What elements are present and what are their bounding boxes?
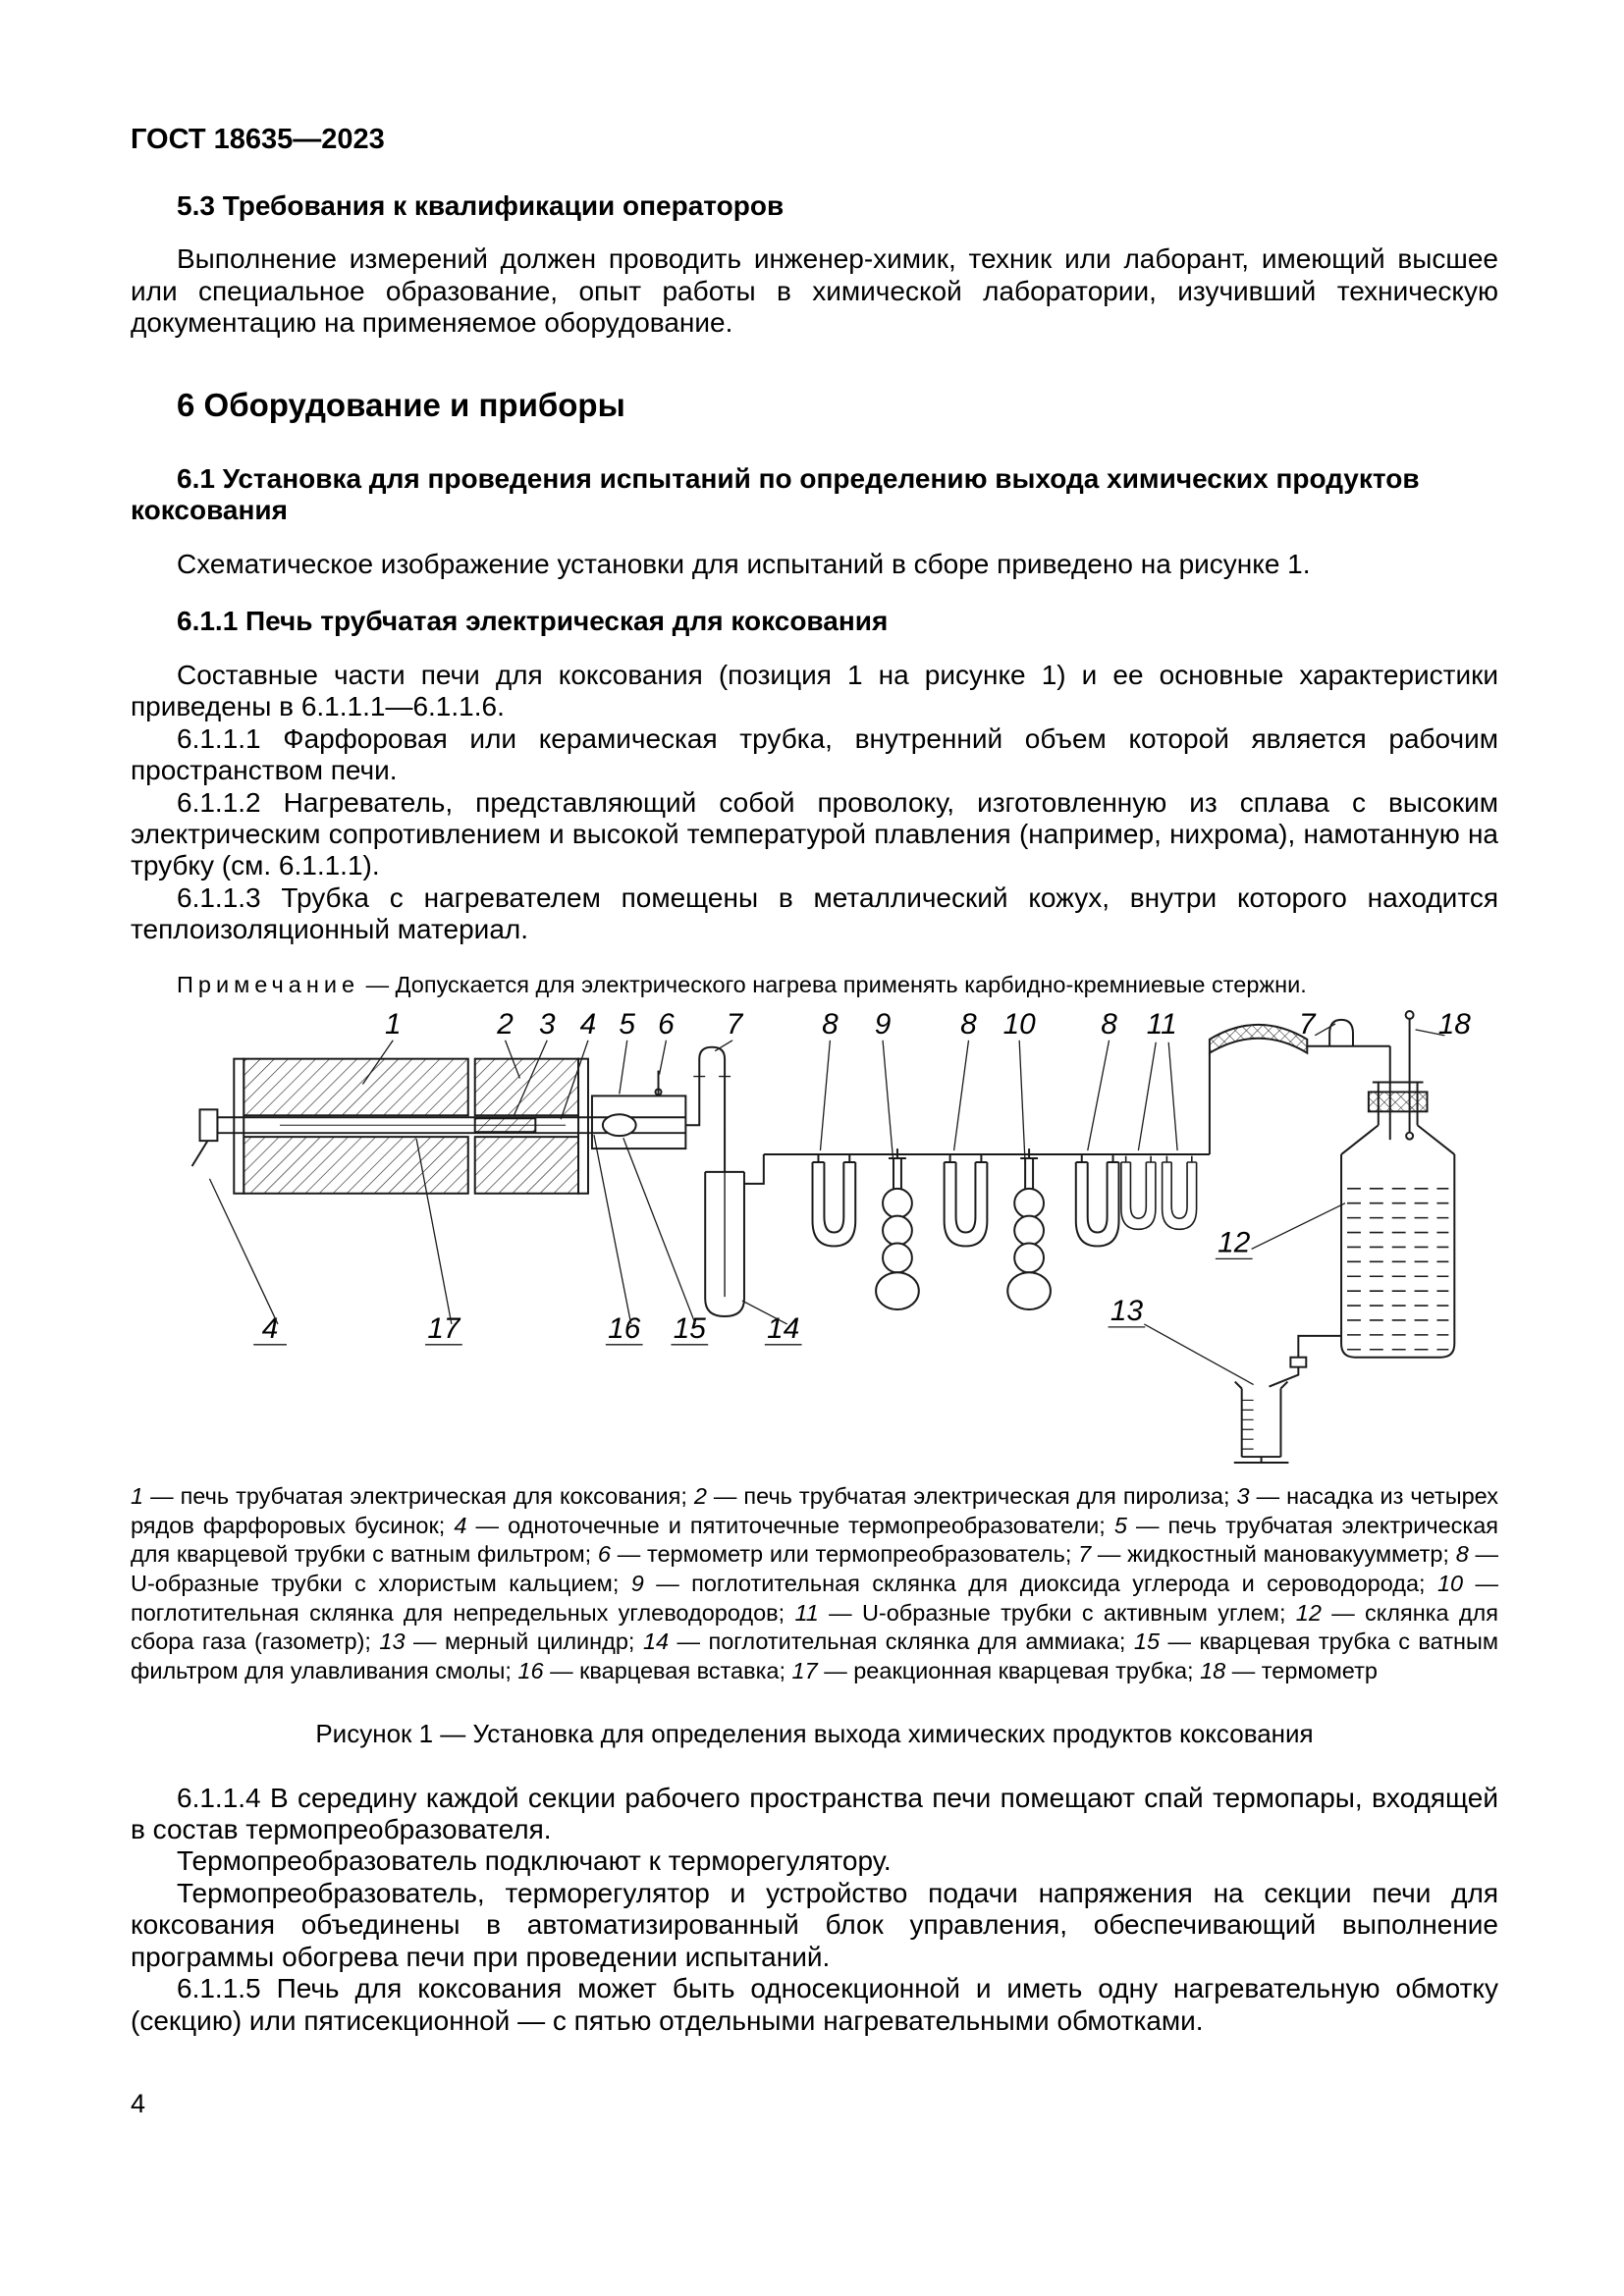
thermometer-18	[1404, 1010, 1415, 1141]
coking-furnace	[243, 1057, 469, 1195]
pyrolysis-furnace	[473, 1057, 580, 1195]
absorption-bottle-co2	[875, 1148, 920, 1311]
callout-15: 15	[674, 1312, 707, 1345]
paragraph-6-1-1-4b: Термопреобразователь подключают к термор…	[177, 1845, 892, 1877]
liquid-manometer-right	[1328, 1019, 1354, 1046]
figure-legend: 1 — печь трубчатая электрическая для кок…	[131, 1483, 1499, 1683]
callout-7-left: 7	[727, 1008, 744, 1041]
callout-8a: 8	[822, 1008, 839, 1041]
callout-8b: 8	[960, 1008, 977, 1041]
u-tube-carbon-2	[1161, 1154, 1198, 1231]
heading-5-3: 5.3 Требования к квалификации операторов	[177, 189, 785, 221]
u-tube-carbon-1	[1120, 1154, 1157, 1231]
ammonia-absorber	[704, 1154, 765, 1318]
callout-11: 11	[1147, 1008, 1177, 1041]
stopcock	[1289, 1356, 1308, 1368]
paragraph-6-1-1-1: 6.1.1.1 Фарфоровая или керамическая труб…	[131, 722, 1498, 786]
callout-17: 17	[427, 1312, 461, 1345]
callout-6: 6	[658, 1008, 675, 1041]
liquid-manometer-left	[685, 1045, 731, 1173]
callout-3: 3	[539, 1008, 556, 1041]
heading-6: 6 Оборудование и приборы	[177, 386, 625, 423]
callout-1: 1	[385, 1008, 402, 1041]
paragraph-6-1-1-4c: Термопреобразователь, терморегулятор и у…	[131, 1877, 1498, 1972]
u-tube-cacl2-3	[1074, 1153, 1120, 1248]
outlet-and-measuring-cylinder	[1232, 1334, 1342, 1465]
u-tube-cacl2-2	[943, 1153, 989, 1248]
heading-6-1: 6.1 Установка для проведения испытаний п…	[131, 462, 1420, 526]
callout-14: 14	[767, 1312, 799, 1345]
furnace-end-plate-left	[233, 1057, 245, 1195]
callout-7-right: 7	[1299, 1008, 1317, 1041]
callout-2: 2	[496, 1008, 514, 1041]
page-number: 4	[131, 2089, 146, 2118]
absorption-train	[763, 1148, 1210, 1311]
furnace-end-plate-right	[577, 1057, 589, 1195]
filter-tube-furnace	[589, 1070, 687, 1150]
paragraph-6-1-1-2: 6.1.1.2 Нагреватель, представляющий собо…	[131, 786, 1498, 881]
paragraph-6-1-1-3: 6.1.1.3 Трубка с нагревателем помещены в…	[131, 881, 1498, 945]
paragraph-6-1-1-4: 6.1.1.4 В середину каждой секции рабочег…	[131, 1782, 1498, 1844]
callout-13: 13	[1110, 1295, 1144, 1327]
figure-1-diagram: 1 2 3 4 5 6 7 8 9 8 10 8 11 7 18 4 17	[190, 1008, 1471, 1465]
liquid-level-lines	[1347, 1188, 1449, 1351]
stopper	[1367, 1091, 1429, 1113]
measuring-cylinder	[1232, 1380, 1290, 1465]
callout-9: 9	[875, 1008, 892, 1041]
paragraph-6-1: Схематическое изображение установки для …	[177, 548, 1311, 579]
paragraph-5-3: Выполнение измерений должен проводить ин…	[131, 243, 1498, 339]
callout-12: 12	[1218, 1227, 1251, 1259]
u-tube-cacl2-1	[811, 1153, 857, 1248]
paragraph-6-1-1-intro: Составные части печи для коксования (поз…	[131, 659, 1498, 722]
callout-16: 16	[608, 1312, 641, 1345]
gas-collector-bottle	[1340, 1010, 1456, 1359]
heading-6-1-1: 6.1.1 Печь трубчатая электрическая для к…	[177, 606, 889, 637]
cotton-filter	[601, 1113, 637, 1138]
callout-5: 5	[619, 1008, 635, 1041]
absorption-bottle-hydrocarbons	[1006, 1148, 1052, 1311]
reaction-quartz-tube	[190, 1108, 590, 1167]
figure-caption: Рисунок 1 — Установка для определения вы…	[315, 1719, 1314, 1749]
connecting-hose	[1208, 1024, 1390, 1155]
note-paragraph: Примечание — Допускается для электрическ…	[131, 972, 1498, 998]
paragraph-6-1-1-5: 6.1.1.5 Печь для коксования может быть о…	[131, 1973, 1498, 2036]
note-text: — Допускается для электрического нагрева…	[365, 971, 1307, 997]
callout-10: 10	[1003, 1008, 1037, 1041]
bead-packing	[473, 1117, 537, 1134]
callout-8c: 8	[1101, 1008, 1117, 1041]
note-label: Примечание	[177, 971, 360, 997]
figure-1: 1 2 3 4 5 6 7 8 9 8 10 8 11 7 18 4 17	[131, 1008, 1498, 1467]
callout-4-top: 4	[580, 1008, 597, 1041]
figure-callouts: 1 2 3 4 5 6 7 8 9 8 10 8 11 7 18 4 17	[208, 1008, 1471, 1386]
callout-4-bottom: 4	[262, 1312, 279, 1345]
doc-number-header: ГОСТ 18635—2023	[131, 124, 385, 155]
